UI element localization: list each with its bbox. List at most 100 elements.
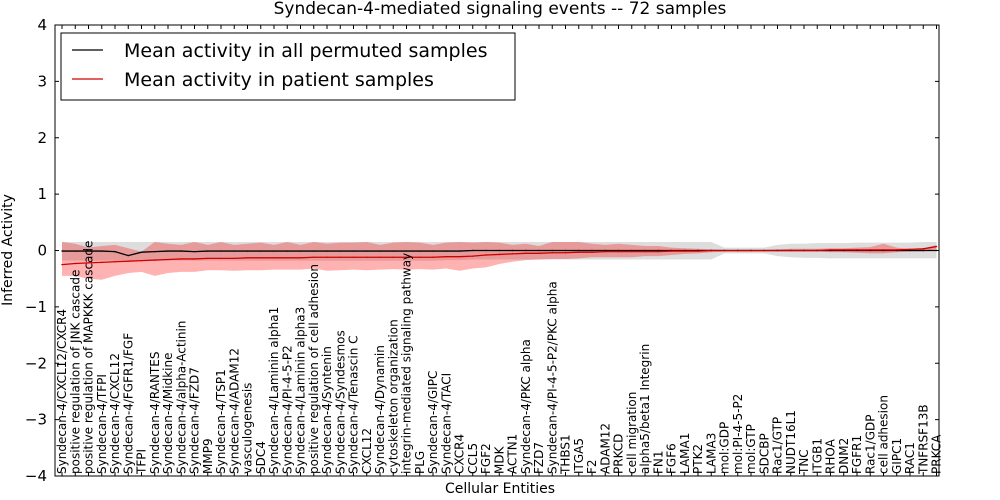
x-tick-label: Syndecan-4/Laminin alpha3 (294, 307, 308, 474)
point-permuted (127, 254, 129, 257)
point-permuted (207, 250, 209, 252)
point-permuted (167, 250, 169, 252)
permuted-band (62, 242, 937, 262)
x-tick-label: DNM2 (837, 438, 851, 474)
point-permuted (485, 249, 487, 252)
point-permuted (538, 249, 540, 252)
x-tick-label: Syndecan-4/Tenascin C (347, 335, 361, 474)
x-tick-label: cell migration (625, 392, 639, 474)
x-tick-label: Syndecan-4/PI-4-5-P2 (280, 345, 294, 474)
point-permuted (339, 250, 341, 252)
x-tick-label: PTK2 (691, 444, 705, 474)
point-patient (564, 252, 567, 254)
x-tick-label: integrin-mediated signaling pathway (400, 253, 414, 474)
point-patient (631, 250, 633, 253)
x-tick-label: Syndecan-4/Syndesmos (333, 330, 347, 474)
x-tick-label: Syndecan-4/GIPC (426, 371, 440, 474)
x-tick-label: ADAM12 (598, 423, 612, 474)
point-patient (445, 256, 447, 258)
point-permuted (525, 249, 527, 252)
x-tick-label: CXCR4 (453, 434, 467, 474)
point-patient (154, 259, 156, 261)
point-patient (193, 258, 196, 260)
x-tick-label: positive regulation of JNK cascade (68, 270, 82, 474)
point-patient (114, 261, 116, 263)
x-tick-label: TNFRSF13B (916, 404, 930, 475)
point-patient (260, 257, 262, 259)
point-patient (326, 256, 328, 258)
point-permuted (604, 249, 606, 252)
point-patient (644, 250, 646, 253)
point-patient (843, 249, 845, 251)
x-tick-label: SDCBP (757, 433, 771, 474)
point-patient (458, 256, 461, 258)
x-tick-label: alpha5/beta1 Integrin (638, 344, 652, 474)
point-patient (816, 249, 818, 252)
point-patient (591, 251, 593, 253)
point-patient (710, 249, 712, 252)
point-patient (432, 256, 434, 258)
point-patient (525, 252, 527, 255)
point-permuted (551, 249, 553, 252)
x-tick-label: mol:GDP (718, 422, 732, 474)
point-patient (472, 255, 474, 257)
x-tick-label: PRKCD (612, 434, 626, 474)
point-permuted (220, 250, 222, 252)
x-tick-label: CXCL12 (360, 428, 374, 474)
x-tick-label: TNC (797, 449, 811, 475)
point-patient (127, 260, 129, 262)
point-patient (392, 256, 394, 258)
y-tick-label: 4 (37, 16, 47, 34)
x-tick-label: GIPC1 (890, 438, 904, 474)
point-patient (856, 249, 858, 251)
point-permuted (299, 250, 302, 252)
point-patient (790, 249, 792, 252)
point-permuted (74, 250, 76, 252)
point-permuted (644, 249, 646, 252)
point-permuted (511, 249, 514, 252)
point-permuted (405, 250, 408, 252)
x-tick-label: mol:GTP (744, 424, 758, 474)
x-tick-label: positive regulation of MAPKKK cascade (82, 241, 96, 474)
x-tick-label: Syndecan-4/CXCL12 (108, 353, 122, 474)
point-patient (485, 254, 487, 256)
point-patient (578, 251, 580, 253)
point-permuted (445, 250, 447, 252)
point-patient (909, 248, 911, 251)
point-patient (935, 245, 938, 248)
point-patient (339, 256, 341, 258)
point-permuted (352, 250, 355, 252)
point-permuted (87, 250, 90, 252)
point-permuted (140, 251, 143, 253)
series-lines (61, 245, 938, 266)
y-axis-title: Inferred Activity (0, 194, 16, 306)
x-tick-label: THBS1 (559, 434, 573, 475)
x-tick-label: CCL5 (466, 443, 480, 474)
x-tick-label: MMP9 (201, 438, 215, 474)
point-permuted (366, 250, 368, 252)
x-tick-label: RAC1 (903, 442, 917, 474)
point-patient (829, 249, 832, 251)
point-patient (352, 256, 355, 258)
confidence-bands (62, 242, 937, 280)
point-permuted (233, 250, 235, 252)
legend: Mean activity in all permuted samples Me… (60, 32, 516, 101)
point-permuted (193, 250, 196, 253)
x-tick-label: Syndecan-4/ADAM12 (227, 348, 241, 474)
point-permuted (273, 250, 275, 252)
point-patient (684, 250, 686, 252)
point-permuted (617, 249, 620, 252)
x-tick-label: NUDT16L1 (784, 410, 798, 474)
point-permuted (313, 250, 315, 252)
point-patient (551, 252, 553, 254)
x-tick-label: Syndecan-4/PI-4-5-P2/PKC alpha (545, 281, 559, 474)
legend-box (60, 32, 516, 101)
point-patient (670, 250, 673, 252)
point-patient (273, 257, 275, 259)
point-patient (896, 249, 898, 251)
point-patient (167, 258, 169, 261)
point-permuted (392, 250, 394, 252)
point-patient (498, 253, 500, 256)
